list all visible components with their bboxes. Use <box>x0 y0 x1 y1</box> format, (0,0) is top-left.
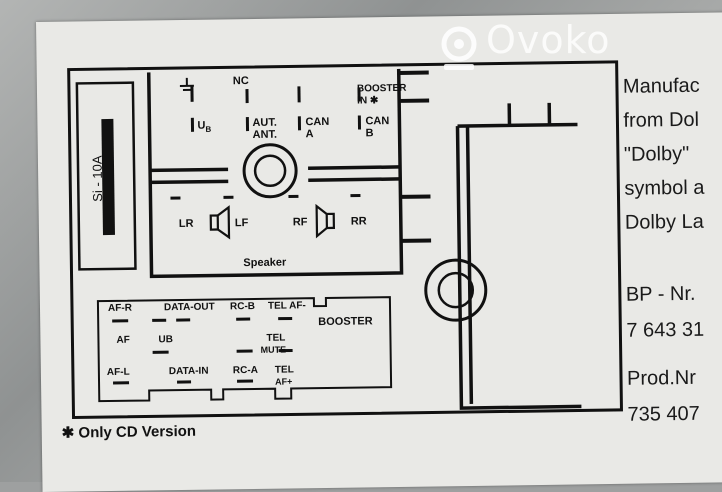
label-tel-mute-2: MUTE <box>261 345 287 355</box>
prod-label: Prod.Nr <box>627 367 696 391</box>
bp-number: 7 643 31 <box>626 319 704 343</box>
label-tel-af-plus-2: AF+ <box>275 376 292 386</box>
label-data-in: DATA-IN <box>169 366 209 378</box>
watermark-text: Ovoko <box>486 18 611 62</box>
label-booster-lower: BOOSTER <box>318 315 373 328</box>
label-tel-af-plus-1: TEL <box>275 364 294 375</box>
right-line-5: Dolby La <box>625 211 704 235</box>
label-af-l: AF-L <box>107 367 130 378</box>
upper-slots <box>399 73 431 241</box>
label-aut: AUT. <box>252 117 277 129</box>
ovoko-logo-icon <box>436 24 482 76</box>
right-line-1: Manufac <box>623 75 700 99</box>
label-rr: RR <box>351 215 367 227</box>
label-rc-a: RC-A <box>233 365 258 376</box>
label-rc-b: RC-B <box>230 301 255 312</box>
right-connector-top <box>457 102 577 126</box>
label-ant: ANT. <box>253 129 278 141</box>
bp-label: BP - Nr. <box>626 283 696 307</box>
footnote: ✱ Only CD Version <box>62 422 197 442</box>
label-can-b-2: B <box>366 127 374 139</box>
label-can-a-2: A <box>306 128 314 140</box>
label-tel-mute-1: TEL <box>266 333 285 344</box>
label-af-r: AF-R <box>108 303 132 314</box>
label-ub-plus: UB <box>158 334 173 345</box>
right-line-3: "Dolby" <box>624 143 690 167</box>
label-booster-in: IN ✱ <box>357 95 378 106</box>
label-speaker: Speaker <box>243 257 286 270</box>
label-af-gnd: AF <box>116 335 129 346</box>
right-coupler-hole <box>439 273 473 307</box>
label-booster: BOOSTER <box>357 83 407 95</box>
lower-connector <box>98 297 391 401</box>
label-data-out: DATA-OUT <box>164 302 215 314</box>
prod-number: 735 407 <box>627 403 700 427</box>
label-can-b-1: CAN <box>365 115 389 127</box>
label-rf: RF <box>293 216 308 228</box>
right-line-4: symbol a <box>624 177 704 201</box>
right-line-2: from Dol <box>623 109 699 133</box>
label-tel-af-minus: TEL AF- <box>268 300 306 312</box>
right-coupler-ring <box>425 260 486 321</box>
sticker-label: Si - 10A NC BOOSTER IN ✱ UB AUT. ANT. CA… <box>36 12 722 492</box>
fuse-label: Si - 10A <box>89 155 105 201</box>
upper-coupler-ring <box>244 144 297 197</box>
upper-dividers <box>150 167 400 182</box>
label-ub: UB <box>197 120 211 134</box>
label-lr: LR <box>179 218 194 230</box>
label-can-a-1: CAN <box>305 116 329 128</box>
upper-coupler-hole <box>255 156 285 186</box>
label-nc: NC <box>233 75 249 87</box>
label-lf: LF <box>235 217 249 229</box>
speaker-icons <box>211 206 334 238</box>
